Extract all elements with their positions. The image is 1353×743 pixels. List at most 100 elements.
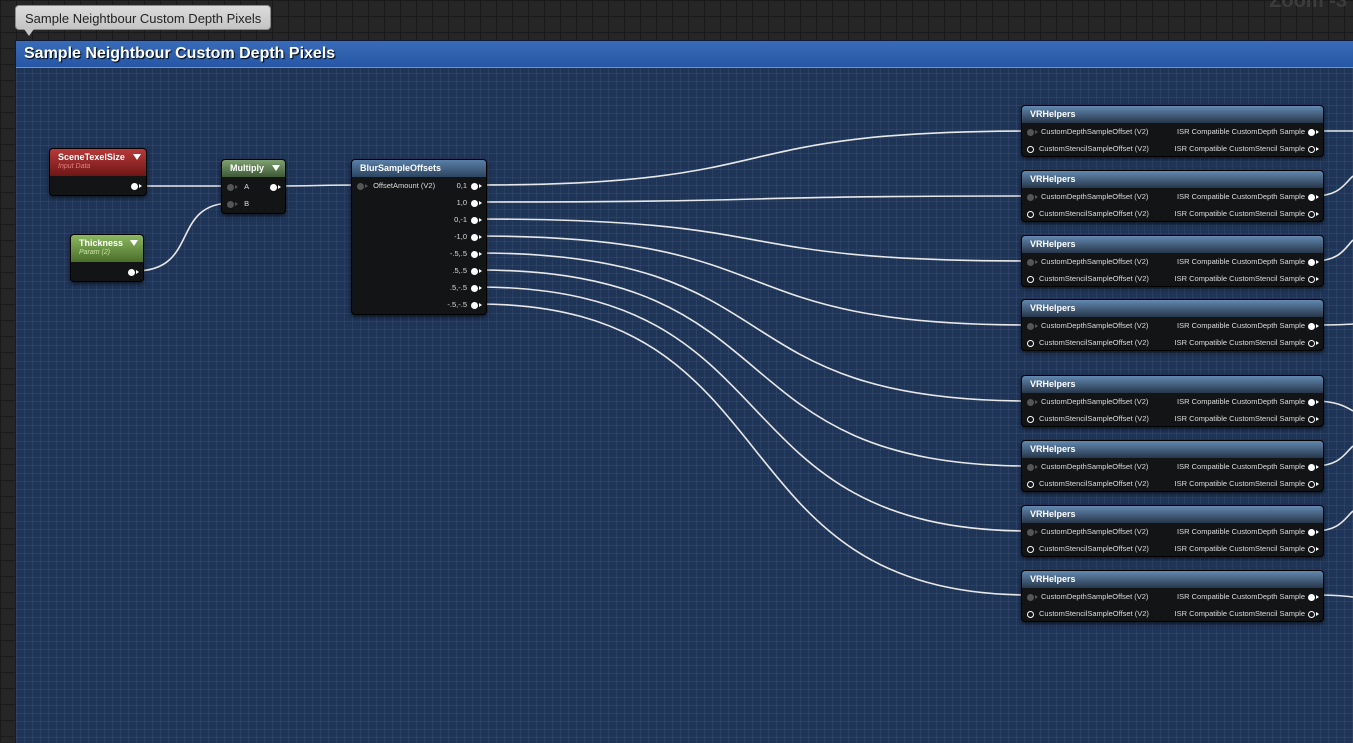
output-pin-icon[interactable] [471,216,478,224]
output-pin-icon[interactable] [471,301,478,309]
input-pin-icon[interactable] [1027,128,1034,136]
output-pin-row[interactable] [270,180,281,194]
input-pin-icon[interactable] [1027,339,1034,347]
output-pin-row[interactable]: .5,.5 [452,264,482,278]
vrhelpers-node-5[interactable]: VRHelpers CustomDepthSampleOffset (V2) C… [1021,375,1324,427]
output-pin-icon[interactable] [1308,275,1315,283]
output-pin-icon[interactable] [471,233,478,241]
output-pin-icon[interactable] [1308,545,1315,553]
output-pin-row[interactable]: 1,0 [457,196,482,210]
output-pin-row[interactable]: 0,1 [457,179,482,193]
input-pin-depth[interactable]: CustomDepthSampleOffset (V2) [1027,125,1148,139]
input-pin-icon[interactable] [1027,145,1034,153]
input-pin-stencil[interactable]: CustomStencilSampleOffset (V2) [1027,412,1149,426]
output-pin-icon[interactable] [1308,398,1315,406]
output-pin-icon[interactable] [1308,322,1315,330]
output-pin-depth[interactable]: ISR Compatible CustomDepth Sample [1177,255,1319,269]
output-pin-stencil[interactable]: ISR Compatible CustomStencil Sample [1175,542,1319,556]
input-pin-icon[interactable] [1027,398,1034,406]
node-header[interactable]: VRHelpers [1022,106,1323,123]
multiply-node[interactable]: Multiply A B [221,159,286,214]
vrhelpers-node-6[interactable]: VRHelpers CustomDepthSampleOffset (V2) C… [1021,440,1324,492]
output-pin-depth[interactable]: ISR Compatible CustomDepth Sample [1177,590,1319,604]
input-pin-icon[interactable] [1027,480,1034,488]
output-pin-icon[interactable] [1308,610,1315,618]
input-pin-icon[interactable] [227,200,234,208]
scene-texel-size-node[interactable]: SceneTexelSize Input Data [49,148,147,196]
input-pin-stencil[interactable]: CustomStencilSampleOffset (V2) [1027,207,1149,221]
input-pin-icon[interactable] [357,182,364,190]
output-pin-icon[interactable] [1308,528,1315,536]
vrhelpers-node-7[interactable]: VRHelpers CustomDepthSampleOffset (V2) C… [1021,505,1324,557]
output-pin-icon[interactable] [1308,463,1315,471]
node-header[interactable]: SceneTexelSize Input Data [50,149,146,176]
output-pin-depth[interactable]: ISR Compatible CustomDepth Sample [1177,460,1319,474]
input-pin-stencil[interactable]: CustomStencilSampleOffset (V2) [1027,272,1149,286]
output-pin-depth[interactable]: ISR Compatible CustomDepth Sample [1177,319,1319,333]
input-pin-offset-amount[interactable]: OffsetAmount (V2) [357,179,435,193]
output-pin-row[interactable]: -1,0 [454,230,482,244]
node-header[interactable]: VRHelpers [1022,441,1323,458]
input-pin-depth[interactable]: CustomDepthSampleOffset (V2) [1027,395,1148,409]
output-pin-icon[interactable] [471,199,478,207]
output-pin-stencil[interactable]: ISR Compatible CustomStencil Sample [1175,142,1319,156]
output-pin-icon[interactable] [1308,210,1315,218]
node-header[interactable]: VRHelpers [1022,171,1323,188]
output-pin-row[interactable]: -.5,.5 [450,247,482,261]
input-pin-stencil[interactable]: CustomStencilSampleOffset (V2) [1027,336,1149,350]
input-pin-icon[interactable] [1027,545,1034,553]
output-pin-depth[interactable]: ISR Compatible CustomDepth Sample [1177,395,1319,409]
output-pin-icon[interactable] [1308,145,1315,153]
input-pin-stencil[interactable]: CustomStencilSampleOffset (V2) [1027,477,1149,491]
vrhelpers-node-8[interactable]: VRHelpers CustomDepthSampleOffset (V2) C… [1021,570,1324,622]
input-pin-depth[interactable]: CustomDepthSampleOffset (V2) [1027,190,1148,204]
output-pin-stencil[interactable]: ISR Compatible CustomStencil Sample [1175,336,1319,350]
node-header[interactable]: VRHelpers [1022,571,1323,588]
output-pin-icon[interactable] [270,183,277,191]
input-pin-icon[interactable] [1027,258,1034,266]
output-pin-row[interactable] [128,265,139,279]
output-pin-icon[interactable] [471,250,478,258]
vrhelpers-node-3[interactable]: VRHelpers CustomDepthSampleOffset (V2) C… [1021,235,1324,287]
collapse-arrow-icon[interactable] [272,165,280,171]
node-header[interactable]: VRHelpers [1022,300,1323,317]
output-pin-row[interactable]: -.5,-.5 [447,298,482,312]
output-pin-stencil[interactable]: ISR Compatible CustomStencil Sample [1175,272,1319,286]
input-pin-icon[interactable] [1027,193,1034,201]
output-pin-row[interactable]: 0,-1 [454,213,482,227]
input-pin-depth[interactable]: CustomDepthSampleOffset (V2) [1027,255,1148,269]
input-pin-stencil[interactable]: CustomStencilSampleOffset (V2) [1027,542,1149,556]
input-pin-icon[interactable] [1027,528,1034,536]
node-header[interactable]: BlurSampleOffsets [352,160,486,177]
output-pin-stencil[interactable]: ISR Compatible CustomStencil Sample [1175,207,1319,221]
output-pin-icon[interactable] [1308,480,1315,488]
output-pin-icon[interactable] [1308,593,1315,601]
node-header[interactable]: Multiply [222,160,285,177]
input-pin-icon[interactable] [1027,415,1034,423]
vrhelpers-node-2[interactable]: VRHelpers CustomDepthSampleOffset (V2) C… [1021,170,1324,222]
vrhelpers-node-1[interactable]: VRHelpers CustomDepthSampleOffset (V2) C… [1021,105,1324,157]
input-pin-icon[interactable] [1027,322,1034,330]
output-pin-row[interactable]: .5,-.5 [450,281,482,295]
collapse-arrow-icon[interactable] [133,154,141,160]
input-pin-icon[interactable] [1027,463,1034,471]
output-pin-icon[interactable] [1308,128,1315,136]
input-pin-depth[interactable]: CustomDepthSampleOffset (V2) [1027,590,1148,604]
input-pin-stencil[interactable]: CustomStencilSampleOffset (V2) [1027,142,1149,156]
input-pin-b[interactable]: B [227,197,249,211]
input-pin-stencil[interactable]: CustomStencilSampleOffset (V2) [1027,607,1149,621]
output-pin-icon[interactable] [471,182,478,190]
comment-title[interactable]: Sample Neightbour Custom Depth Pixels [16,41,1353,68]
output-pin-icon[interactable] [471,284,478,292]
output-pin-icon[interactable] [1308,415,1315,423]
input-pin-depth[interactable]: CustomDepthSampleOffset (V2) [1027,525,1148,539]
output-pin-row[interactable] [131,179,142,193]
node-header[interactable]: VRHelpers [1022,506,1323,523]
output-pin-icon[interactable] [1308,258,1315,266]
vrhelpers-node-4[interactable]: VRHelpers CustomDepthSampleOffset (V2) C… [1021,299,1324,351]
input-pin-icon[interactable] [1027,610,1034,618]
blur-sample-offsets-node[interactable]: BlurSampleOffsets OffsetAmount (V2) 0,1 … [351,159,487,315]
output-pin-depth[interactable]: ISR Compatible CustomDepth Sample [1177,525,1319,539]
node-header[interactable]: VRHelpers [1022,376,1323,393]
thickness-node[interactable]: Thickness Param (2) [70,234,144,282]
